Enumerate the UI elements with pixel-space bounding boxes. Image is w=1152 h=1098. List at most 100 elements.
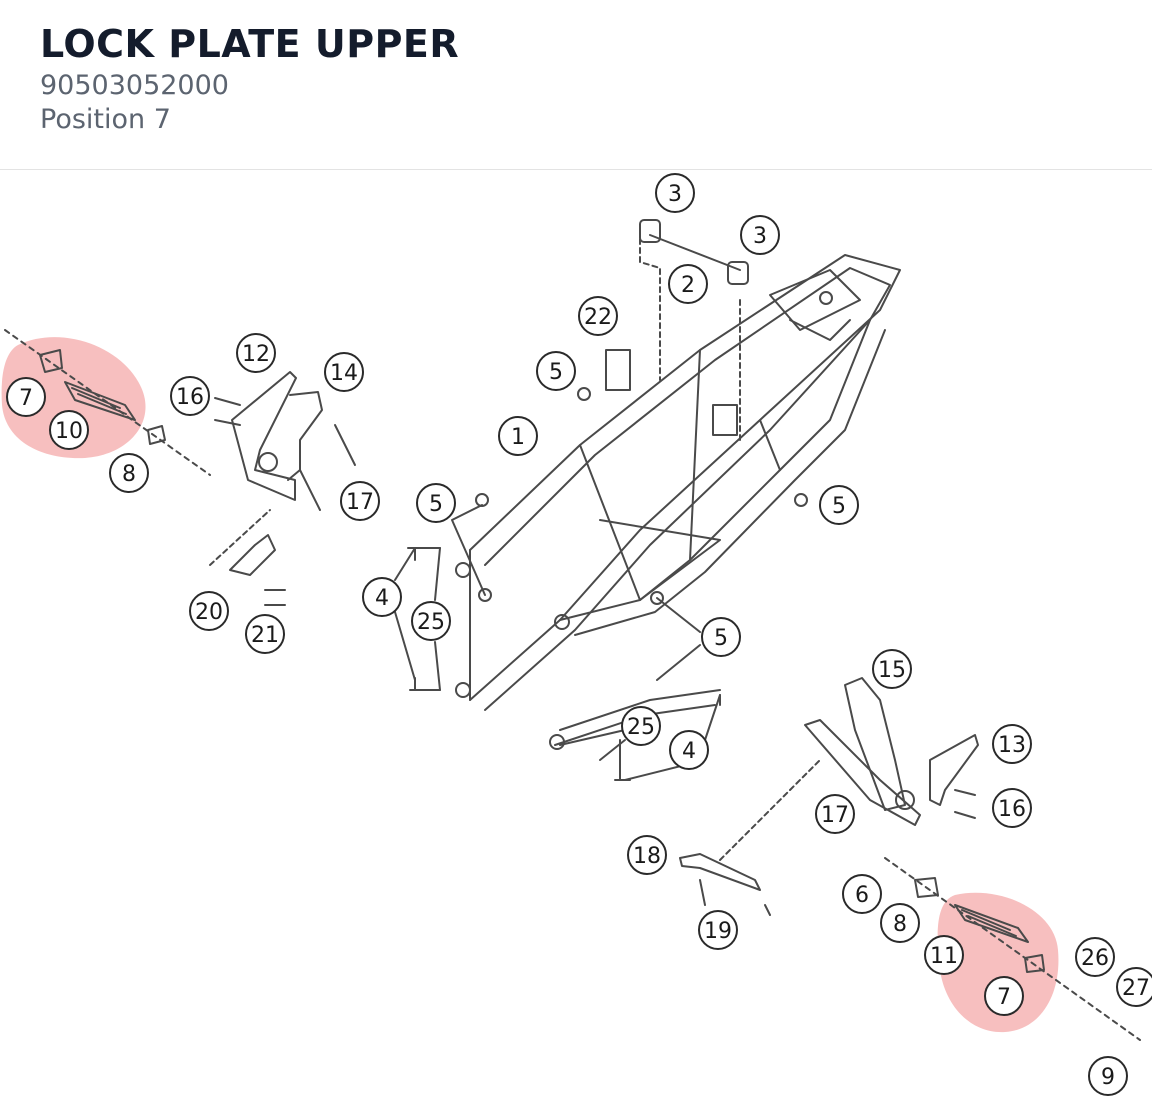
callout-number: 26 xyxy=(1081,946,1109,971)
callout-circle xyxy=(669,730,709,770)
callout-circle xyxy=(1116,967,1152,1007)
callout-circle xyxy=(498,416,538,456)
callout-number: 5 xyxy=(429,492,443,517)
callout-circle xyxy=(842,874,882,914)
callout-8: 8 xyxy=(109,453,149,493)
callout-circle xyxy=(992,724,1032,764)
callout-number: 18 xyxy=(633,844,661,869)
callout-5: 5 xyxy=(701,617,741,657)
callout-12: 12 xyxy=(236,333,276,373)
callout-3: 3 xyxy=(740,215,780,255)
callout-circle xyxy=(880,903,920,943)
callout-circle xyxy=(411,601,451,641)
callout-circle xyxy=(815,794,855,834)
callout-number: 8 xyxy=(122,462,136,487)
callout-20: 20 xyxy=(189,591,229,631)
callout-14: 14 xyxy=(324,352,364,392)
callout-number: 13 xyxy=(998,733,1026,758)
callout-number: 5 xyxy=(549,360,563,385)
callout-circle xyxy=(536,351,576,391)
part-number: 90503052000 xyxy=(40,70,229,101)
callout-number: 20 xyxy=(195,600,223,625)
callout-number: 25 xyxy=(417,610,445,635)
callout-2: 2 xyxy=(668,264,708,304)
callout-circle xyxy=(416,483,456,523)
callout-22: 22 xyxy=(578,296,618,336)
callout-6: 6 xyxy=(842,874,882,914)
callout-27: 27 xyxy=(1116,967,1152,1007)
callout-3: 3 xyxy=(655,173,695,213)
callout-number: 14 xyxy=(330,361,358,386)
callout-circle xyxy=(324,352,364,392)
callout-circle xyxy=(109,453,149,493)
highlight-right xyxy=(937,892,1059,1033)
callout-number: 25 xyxy=(627,715,655,740)
callout-circle xyxy=(236,333,276,373)
callout-number: 5 xyxy=(832,494,846,519)
callout-1: 1 xyxy=(498,416,538,456)
callout-circle xyxy=(170,376,210,416)
callout-circle xyxy=(189,591,229,631)
callout-circle xyxy=(872,649,912,689)
callout-number: 4 xyxy=(682,739,696,764)
callout-16: 16 xyxy=(170,376,210,416)
callout-circle xyxy=(1088,1056,1128,1096)
callout-circle xyxy=(924,935,964,975)
frame-drawing xyxy=(4,219,1141,1041)
page-title: LOCK PLATE UPPER xyxy=(40,22,460,66)
callout-number: 2 xyxy=(681,273,695,298)
callout-number: 4 xyxy=(375,586,389,611)
callout-number: 8 xyxy=(893,912,907,937)
callout-number: 17 xyxy=(346,490,374,515)
callout-number: 16 xyxy=(998,797,1026,822)
callout-21: 21 xyxy=(245,614,285,654)
callout-circle xyxy=(698,910,738,950)
callout-5: 5 xyxy=(416,483,456,523)
callout-9: 9 xyxy=(1088,1056,1128,1096)
callout-number: 21 xyxy=(251,623,279,648)
callout-16: 16 xyxy=(992,788,1032,828)
callout-17: 17 xyxy=(340,481,380,521)
callout-19: 19 xyxy=(698,910,738,950)
callout-number: 3 xyxy=(753,224,767,249)
callout-number: 7 xyxy=(997,985,1011,1010)
callout-circle xyxy=(740,215,780,255)
callout-circle xyxy=(1075,937,1115,977)
position-label: Position 7 xyxy=(40,104,171,135)
callout-number: 16 xyxy=(176,385,204,410)
callout-circle xyxy=(655,173,695,213)
callout-number: 3 xyxy=(668,182,682,207)
callout-number: 9 xyxy=(1101,1065,1115,1090)
callout-11: 11 xyxy=(924,935,964,975)
callout-13: 13 xyxy=(992,724,1032,764)
callout-circle xyxy=(49,410,89,450)
callout-10: 10 xyxy=(49,410,89,450)
callout-number: 7 xyxy=(19,386,33,411)
callout-number: 17 xyxy=(821,803,849,828)
callout-5: 5 xyxy=(536,351,576,391)
callout-4: 4 xyxy=(669,730,709,770)
callout-25: 25 xyxy=(411,601,451,641)
callout-circle xyxy=(6,377,46,417)
header: LOCK PLATE UPPER 90503052000 Position 7 xyxy=(0,0,1152,170)
callout-number: 22 xyxy=(584,305,612,330)
callout-circle xyxy=(701,617,741,657)
callout-number: 11 xyxy=(930,944,958,969)
callout-circle xyxy=(245,614,285,654)
callout-number: 27 xyxy=(1122,976,1150,1001)
callout-8: 8 xyxy=(880,903,920,943)
callout-number: 1 xyxy=(511,425,525,450)
callout-circle xyxy=(362,577,402,617)
callout-5: 5 xyxy=(819,485,859,525)
callout-number: 15 xyxy=(878,658,906,683)
callout-circle xyxy=(992,788,1032,828)
callout-15: 15 xyxy=(872,649,912,689)
callout-circle xyxy=(668,264,708,304)
callout-18: 18 xyxy=(627,835,667,875)
callout-number: 19 xyxy=(704,919,732,944)
callout-7: 7 xyxy=(984,976,1024,1016)
callout-circle xyxy=(578,296,618,336)
callout-circle xyxy=(340,481,380,521)
